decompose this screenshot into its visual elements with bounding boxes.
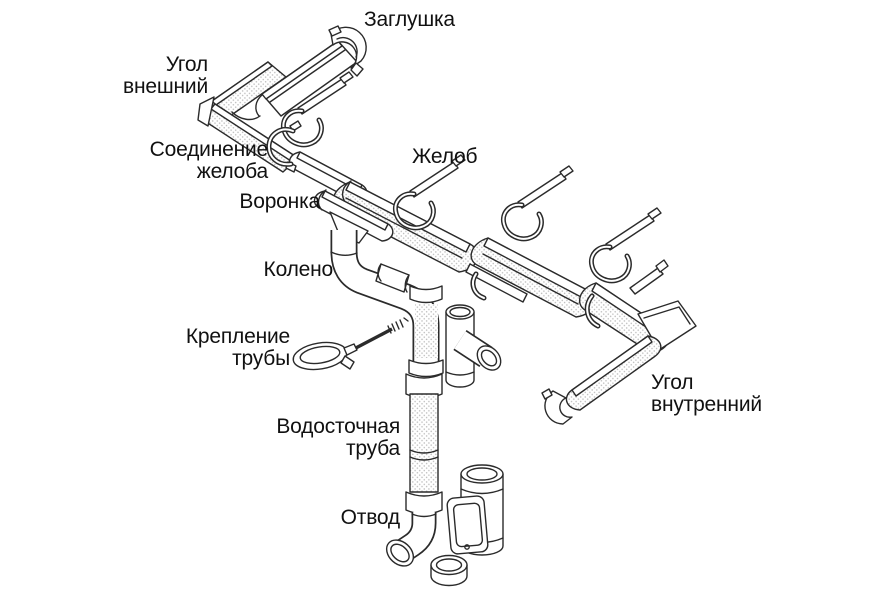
elbow-assembly	[330, 230, 443, 364]
label-inner-corner: Угол внутренний	[651, 371, 762, 416]
end-cap-part	[255, 25, 367, 117]
pipe-clamp-part	[292, 317, 409, 371]
inner-corner-part	[541, 259, 697, 425]
gutter-section	[465, 237, 596, 318]
gutter-bracket	[503, 166, 573, 239]
label-gutter-joint: Соединение желоба	[149, 138, 269, 183]
label-outer-corner: Угол внешний	[123, 53, 208, 98]
label-downpipe: Водосточная труба	[276, 415, 400, 460]
label-elbow: Колено	[263, 258, 334, 281]
label-funnel: Воронка	[239, 190, 320, 213]
outlet-part	[385, 512, 437, 567]
label-outlet: Отвод	[340, 506, 401, 529]
tee-part	[445, 304, 502, 388]
gutter-joint-part	[266, 120, 302, 173]
gutter-bracket	[591, 208, 661, 281]
pipe-cap-part	[430, 554, 468, 587]
drainpipe-part	[405, 359, 444, 515]
label-gutter: Желоб	[412, 145, 478, 168]
inspection-part	[446, 464, 504, 556]
label-end-cap: Заглушка	[364, 8, 455, 31]
funnel-part	[313, 189, 394, 244]
label-pipe-mount: Крепление трубы	[185, 325, 290, 370]
